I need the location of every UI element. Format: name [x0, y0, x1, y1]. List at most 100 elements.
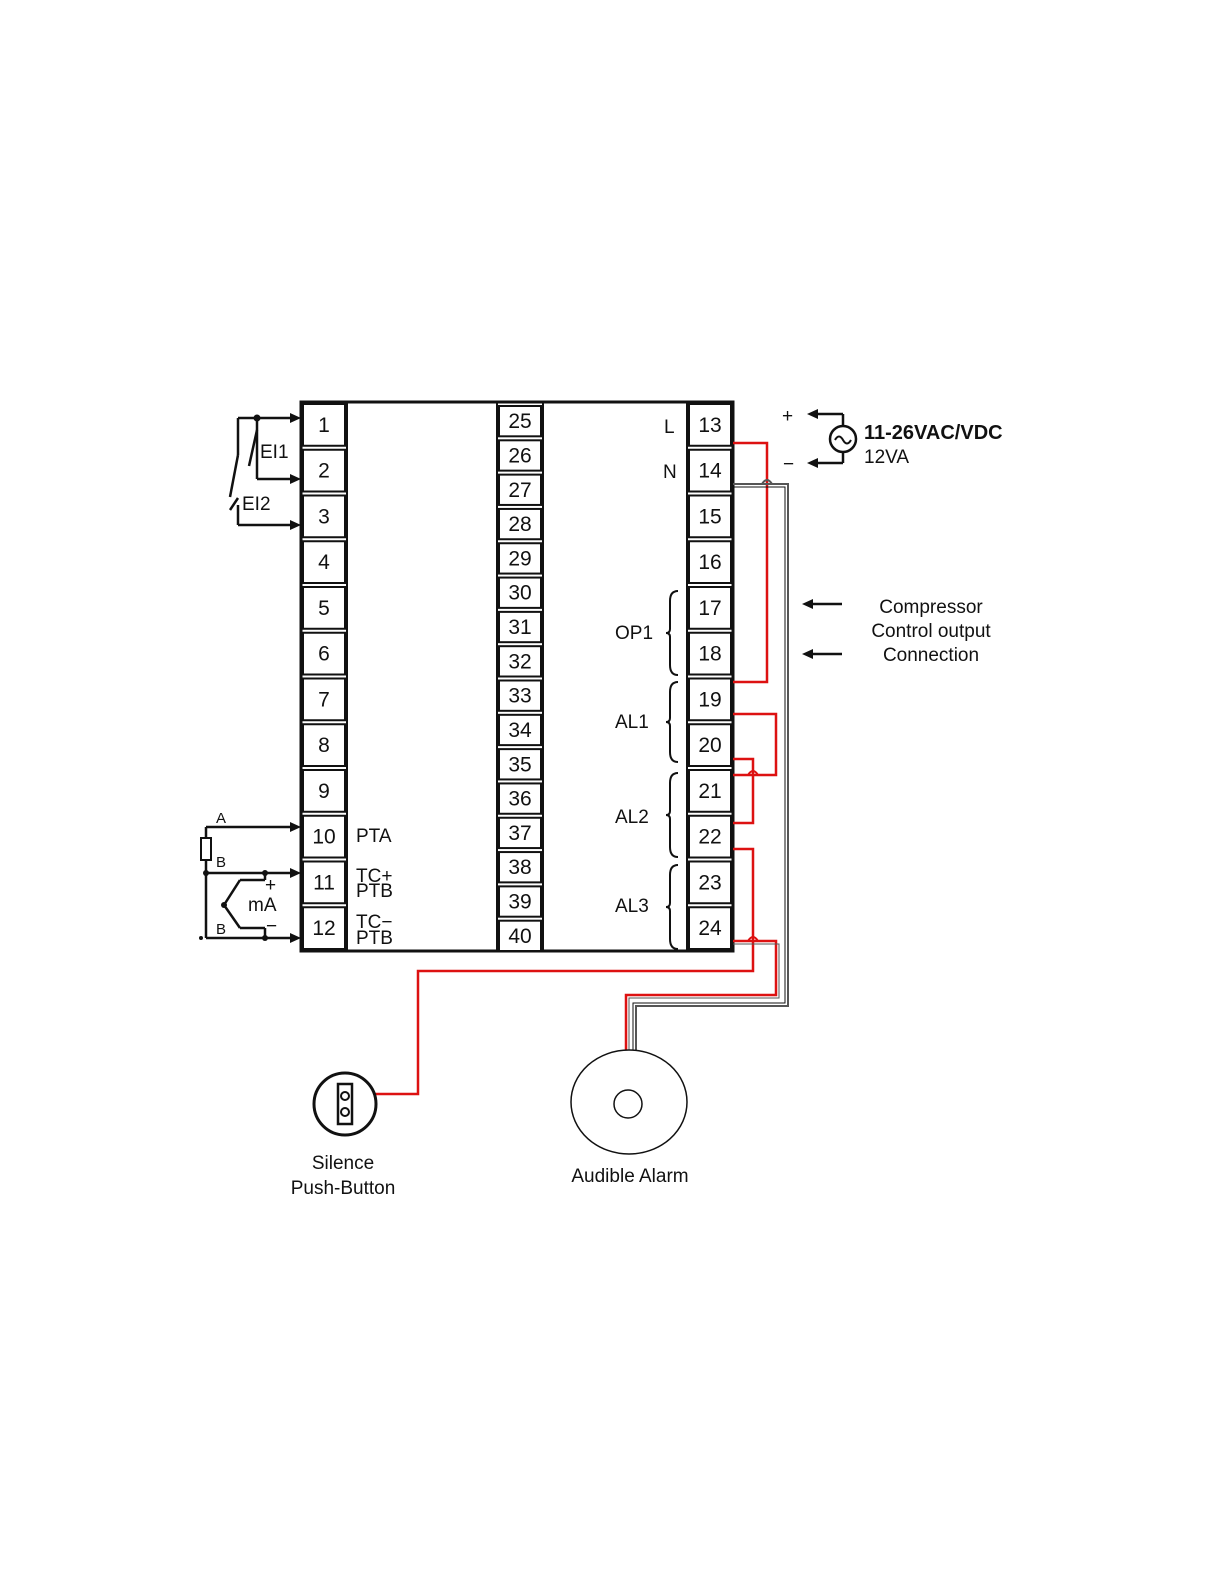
power-voltage-label: 11-26VAC/VDC	[864, 422, 1003, 444]
alarm-label: Audible Alarm	[571, 1166, 688, 1187]
terminal-number: 27	[508, 479, 531, 502]
compressor-label-1: Compressor	[879, 597, 983, 618]
terminal-number: 9	[318, 780, 330, 803]
ma-minus-label: −	[266, 916, 277, 937]
compressor-label-2: Control output	[871, 621, 991, 642]
terminal-number: 28	[508, 513, 531, 536]
terminal-35: 35	[499, 749, 541, 779]
audible-alarm	[571, 1050, 687, 1154]
terminal-13: 13	[689, 404, 731, 446]
terminal-number: 19	[698, 688, 721, 711]
terminal-31: 31	[499, 612, 541, 642]
silence-push-button	[314, 1073, 376, 1135]
neutral-label: N	[663, 462, 677, 483]
terminal-32: 32	[499, 646, 541, 676]
terminal-3: 3	[303, 496, 345, 538]
terminal-number: 16	[698, 551, 721, 574]
compressor-label-3: Connection	[883, 645, 979, 666]
ptb-label-2: PTB	[356, 928, 393, 949]
terminal-column-middle: 25 26 27 28 29 30 31 32 33 34 35 36 37 38 39 40	[499, 406, 541, 951]
sensor-b-label-2: B	[216, 921, 226, 938]
terminal-number: 11	[313, 871, 335, 894]
terminal-36: 36	[499, 783, 541, 813]
terminal-number: 4	[318, 551, 330, 574]
terminal-20: 20	[689, 724, 731, 766]
power-supply	[818, 414, 856, 463]
terminal-9: 9	[303, 770, 345, 812]
power-arrows	[807, 409, 818, 468]
terminal-number: 36	[508, 788, 531, 811]
terminal-number: 39	[508, 891, 531, 914]
terminal-number: 8	[318, 734, 330, 757]
terminal-33: 33	[499, 681, 541, 711]
ma-plus-label: +	[265, 875, 276, 896]
compressor-arrows	[802, 599, 842, 659]
terminal-number: 6	[318, 643, 330, 666]
terminal-number: 18	[698, 643, 721, 666]
al1-label: AL1	[615, 712, 649, 733]
al2-label: AL2	[615, 807, 649, 828]
terminal-11: 11	[303, 862, 345, 904]
terminal-number: 15	[698, 505, 721, 528]
terminal-number: 30	[508, 582, 531, 605]
terminal-18: 18	[689, 633, 731, 675]
terminal-number: 3	[318, 505, 330, 528]
terminal-19: 19	[689, 679, 731, 721]
button-label-1: Silence	[312, 1153, 374, 1174]
terminal-number: 2	[318, 460, 330, 483]
al3-label: AL3	[615, 896, 649, 917]
sensor-wiring	[201, 827, 292, 938]
terminal-number: 13	[698, 414, 721, 437]
wire-crossovers	[748, 480, 772, 941]
terminal-7: 7	[303, 679, 345, 721]
terminal-number: 10	[312, 826, 335, 849]
terminal-number: 32	[508, 650, 531, 673]
ei2-label: EI2	[242, 494, 271, 515]
terminal-23: 23	[689, 862, 731, 904]
terminal-25: 25	[499, 406, 541, 436]
terminal-number: 33	[508, 685, 531, 708]
terminal-4: 4	[303, 541, 345, 583]
sensor-b-label-1: B	[216, 854, 226, 871]
line-label: L	[664, 417, 675, 438]
power-plus-label: +	[782, 406, 793, 427]
power-minus-label: −	[783, 454, 794, 475]
terminal-number: 22	[698, 826, 721, 849]
terminal-number: 29	[508, 547, 531, 570]
terminal-1: 1	[303, 404, 345, 446]
terminal-number: 7	[318, 688, 330, 711]
terminal-number: 21	[698, 780, 721, 803]
terminal-5: 5	[303, 587, 345, 629]
sensor-a-label: A	[216, 810, 226, 827]
terminal-21: 21	[689, 770, 731, 812]
group-braces	[666, 591, 678, 949]
sensor-arrows	[199, 822, 301, 943]
terminal-8: 8	[303, 724, 345, 766]
ptb-label-1: PTB	[356, 881, 393, 902]
terminal-number: 35	[508, 753, 531, 776]
terminal-number: 34	[508, 719, 532, 742]
terminal-number: 38	[508, 856, 531, 879]
terminal-number: 12	[312, 917, 335, 940]
terminal-6: 6	[303, 633, 345, 675]
terminal-29: 29	[499, 543, 541, 573]
terminal-number: 37	[508, 822, 531, 845]
terminal-14: 14	[689, 450, 731, 492]
terminal-number: 25	[508, 410, 531, 433]
terminal-28: 28	[499, 509, 541, 539]
op1-label: OP1	[615, 623, 653, 644]
terminal-2: 2	[303, 450, 345, 492]
terminal-16: 16	[689, 541, 731, 583]
button-label-2: Push-Button	[291, 1178, 396, 1199]
ei1-label: EI1	[260, 442, 289, 463]
terminal-24: 24	[689, 907, 731, 949]
terminal-number: 26	[508, 444, 531, 467]
terminal-number: 40	[508, 925, 531, 948]
terminal-number: 23	[698, 871, 721, 894]
terminal-34: 34	[499, 715, 541, 745]
terminal-number: 31	[508, 616, 531, 639]
terminal-39: 39	[499, 886, 541, 916]
terminal-number: 24	[698, 917, 722, 940]
